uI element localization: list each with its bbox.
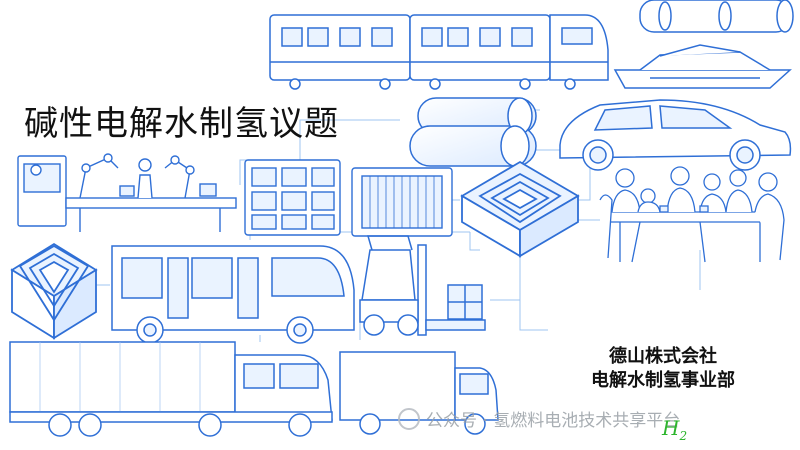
watermark-text: 公众号 · 氢燃料电池技术共享平台 xyxy=(426,411,681,431)
factory-robot-line-illustration xyxy=(17,153,237,232)
box-truck-illustration xyxy=(339,351,499,435)
train-illustration xyxy=(269,14,609,90)
hydrogen-logo-subscript: 2 xyxy=(679,429,688,443)
forklift-illustration xyxy=(359,235,486,336)
hydrogen-logo: H2 xyxy=(662,416,687,443)
department-name: 电解水制氢事业部 xyxy=(591,370,735,391)
yacht-illustration xyxy=(613,44,792,89)
equipment-cabinet-illustration xyxy=(244,159,341,236)
company-block: 德山株式会社 电解水制氢事业部 xyxy=(548,345,778,393)
electrolyzer-cube-center-illustration xyxy=(460,160,580,258)
people-dining-illustration xyxy=(599,166,785,263)
hydrogen-cylinders-illustration xyxy=(409,97,537,167)
semi-truck-illustration xyxy=(9,341,333,437)
storage-tanks-illustration xyxy=(639,0,794,33)
hydrogen-logo-letter: H xyxy=(662,416,680,440)
bus-illustration xyxy=(111,245,355,344)
fuel-cell-stack-illustration xyxy=(351,167,453,237)
page-title: 碱性电解水制氢议题 xyxy=(24,104,339,144)
watermark: 公众号 · 氢燃料电池技术共享平台 xyxy=(398,406,680,431)
company-name: 德山株式会社 xyxy=(609,346,717,367)
electrolyzer-cube-left-illustration xyxy=(10,242,98,340)
car-illustration xyxy=(559,99,792,171)
wechat-logo-icon xyxy=(398,407,420,430)
